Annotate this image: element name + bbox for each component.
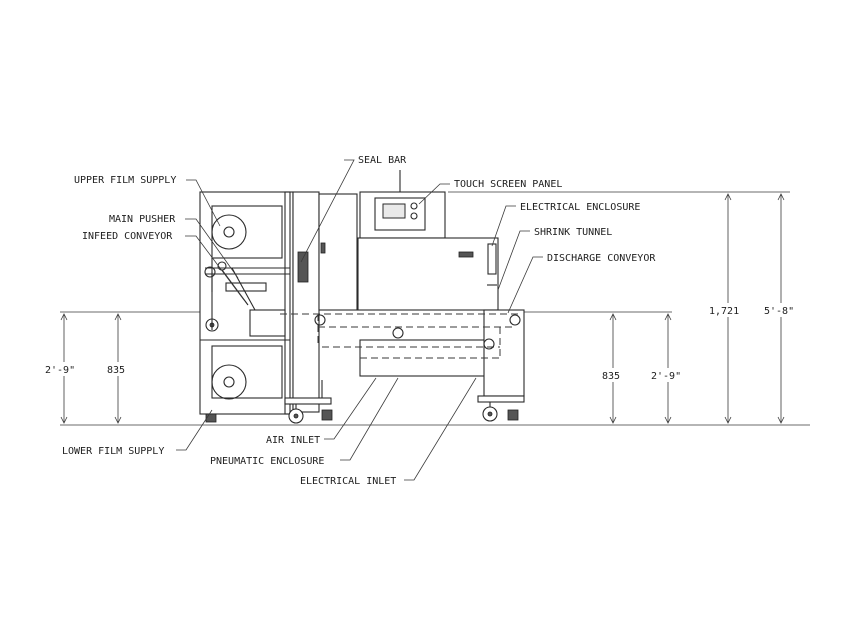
seal-bar-column — [292, 191, 358, 413]
label-seal-bar: SEAL BAR — [358, 155, 407, 166]
label-touch-screen-panel: TOUCH SCREEN PANEL — [454, 179, 562, 190]
label-air-inlet: AIR INLET — [266, 435, 320, 446]
film-supply-frame — [199, 191, 294, 423]
label-electrical-enclosure: ELECTRICAL ENCLOSURE — [520, 202, 640, 213]
total-height-ft: 5'-8" — [764, 306, 794, 317]
right-caster — [477, 395, 525, 422]
right-height-mm: 835 — [602, 371, 620, 382]
conveyor-path — [280, 313, 521, 359]
total-height-mm: 1,721 — [709, 306, 739, 317]
left-caster — [284, 397, 333, 424]
label-discharge-conveyor: DISCHARGE CONVEYOR — [547, 253, 656, 264]
dimension-labels: 2'-9" 835 835 2'-9" 1,721 5'-8" — [42, 303, 801, 382]
label-upper-film-supply: UPPER FILM SUPPLY — [74, 175, 176, 186]
reference-lines — [60, 191, 810, 426]
leader-lines — [176, 159, 543, 481]
right-height-ft: 2'-9" — [651, 371, 681, 382]
label-infeed-conveyor: INFEED CONVEYOR — [82, 231, 173, 242]
callout-labels: SEAL BAR UPPER FILM SUPPLY TOUCH SCREEN … — [62, 155, 656, 487]
left-height-ft: 2'-9" — [45, 365, 75, 376]
label-pneumatic-enclosure: PNEUMATIC ENCLOSURE — [210, 456, 324, 467]
left-height-mm: 835 — [107, 365, 125, 376]
label-lower-film-supply: LOWER FILM SUPPLY — [62, 446, 164, 457]
label-main-pusher: MAIN PUSHER — [109, 214, 176, 225]
label-shrink-tunnel: SHRINK TUNNEL — [534, 227, 612, 238]
label-electrical-inlet: ELECTRICAL INLET — [300, 476, 396, 487]
shrink-tunnel-body — [357, 170, 525, 397]
